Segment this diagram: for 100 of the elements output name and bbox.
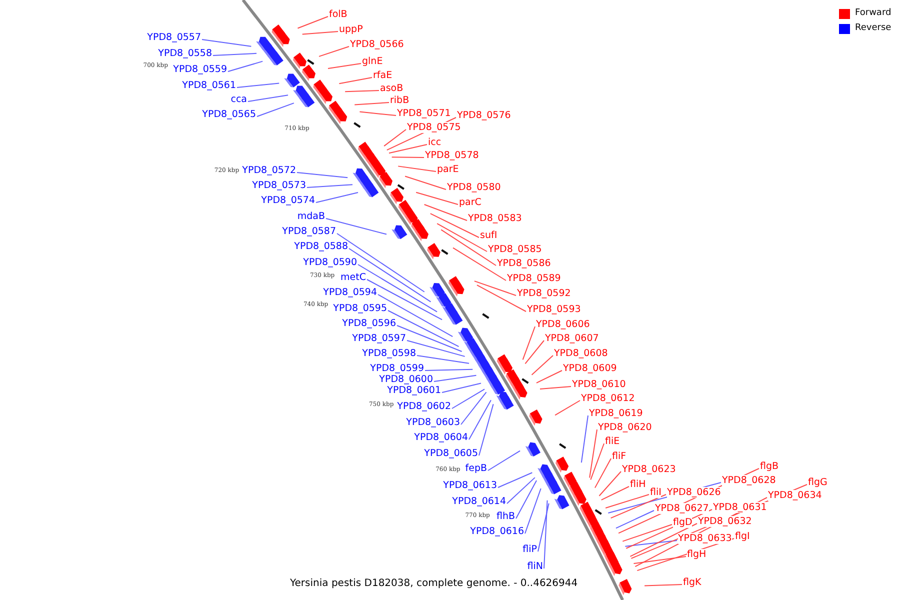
gene-label: YPD8_0606 — [536, 319, 590, 330]
leader-line — [436, 223, 488, 252]
leader-line — [630, 523, 698, 557]
leader-line — [344, 90, 380, 92]
gene-label: YPD8_0604 — [414, 432, 468, 443]
gene-label: YPD8_0616 — [470, 526, 524, 537]
leader-line — [524, 488, 542, 534]
leader-line — [524, 340, 544, 364]
gene-label: YPD8_0595 — [333, 303, 387, 314]
gene-label: YPD8_0598 — [362, 348, 416, 359]
gene-label: YPD8_0597 — [352, 333, 406, 344]
gene-label: YPD8_0583 — [468, 213, 522, 224]
leader-line — [600, 486, 630, 500]
gene-label: fliP — [522, 544, 537, 555]
gene-label: YPD8_0632 — [698, 516, 752, 527]
gene-label: YPD8_0575 — [407, 122, 461, 133]
gene-label: YPD8_0599 — [370, 363, 424, 374]
gene-label: YPD8_0602 — [397, 401, 451, 412]
leader-line — [391, 156, 424, 158]
gene-label: glnE — [362, 56, 383, 67]
gene-label: fliI — [650, 487, 662, 498]
leader-line — [434, 374, 477, 382]
leader-line — [644, 584, 682, 586]
leader-line — [522, 326, 536, 360]
gene-label: flhB — [496, 511, 515, 522]
gene-label: mdaB — [297, 211, 325, 222]
leader-line — [538, 502, 550, 552]
gene-label: flgK — [683, 577, 702, 588]
leader-line — [536, 370, 562, 384]
gene-label: YPD8_0559 — [173, 64, 227, 75]
gene-label: uppP — [339, 24, 363, 35]
gene-label: fliN — [527, 561, 543, 572]
gene-label: YPD8_0603 — [406, 417, 460, 428]
gene-label: parE — [437, 164, 459, 175]
leader-line — [460, 392, 487, 425]
leader-line — [554, 400, 580, 416]
caption: Yersinia pestis D182038, complete genome. - 0..4626944 — [290, 578, 578, 589]
gene-label: YPD8_0608 — [554, 348, 608, 359]
leader-line — [328, 63, 362, 69]
leader-line — [590, 443, 604, 480]
gene-label: YPD8_0634 — [768, 490, 822, 501]
gene-label: fepB — [465, 463, 487, 474]
gene-label: asoB — [380, 83, 404, 94]
leader-line — [589, 429, 598, 478]
gene-label: YPD8_0557 — [147, 32, 201, 43]
gene-label: YPD8_0627 — [655, 503, 709, 514]
gene-label: fliH — [630, 479, 646, 490]
leader-line — [306, 184, 353, 188]
gene-label: YPD8_0574 — [261, 195, 315, 206]
leader-line — [430, 213, 480, 238]
gene-label: YPD8_0613 — [443, 480, 497, 491]
leader-line — [544, 500, 548, 569]
gene-label: YPD8_0587 — [282, 226, 336, 237]
gene-label: YPD8_0610 — [572, 379, 626, 390]
leader-line — [338, 77, 372, 84]
gene-label: YPD8_0607 — [545, 333, 599, 344]
leader-line — [598, 471, 622, 496]
gene-label: YPD8_0628 — [722, 475, 776, 486]
gene-label: YPD8_0573 — [252, 180, 306, 191]
leader-line — [336, 233, 425, 292]
gene-label: YPD8_0592 — [517, 288, 571, 299]
leader-line — [540, 386, 572, 390]
leader-line — [468, 400, 492, 440]
leader-line — [424, 204, 468, 221]
leader-line — [354, 102, 390, 106]
leader-line — [366, 279, 443, 320]
gene-label: YPD8_0623 — [622, 464, 676, 475]
leader-line — [488, 450, 521, 471]
leader-line — [580, 415, 588, 464]
gene-label: YPD8_0590 — [303, 257, 357, 268]
leader-line — [416, 192, 458, 205]
leader-line — [202, 39, 252, 47]
leader-line — [406, 340, 466, 357]
gene-label: YPD8_0572 — [242, 165, 296, 176]
leader-line — [348, 248, 432, 302]
leader-line — [326, 218, 387, 235]
leader-line — [594, 458, 612, 488]
leader-line — [506, 477, 536, 504]
leader-line — [610, 494, 666, 519]
gene-label: icc — [428, 137, 442, 148]
leader-line — [624, 540, 678, 547]
gene-label: YPD8_0565 — [202, 109, 256, 120]
gene-label: ribB — [390, 95, 410, 106]
gene-label: YPD8_0631 — [713, 502, 767, 513]
gene-label: flgI — [735, 531, 750, 542]
gene-label: YPD8_0558 — [158, 48, 212, 59]
leader-line — [605, 494, 650, 508]
gene-label: YPD8_0614 — [452, 496, 506, 507]
gene-label: YPD8_0576 — [457, 110, 511, 121]
gene-label: cca — [230, 94, 247, 105]
leader-line — [478, 404, 494, 456]
leader-line — [398, 166, 436, 172]
leader-line — [228, 60, 264, 72]
gene-label: YPD8_0589 — [507, 273, 561, 284]
leader-line — [318, 46, 350, 57]
leader-line — [442, 382, 482, 393]
gene-label: flgB — [760, 461, 779, 472]
leader-line — [359, 111, 396, 116]
gene-label: fliE — [605, 436, 620, 447]
leader-line — [378, 294, 454, 338]
